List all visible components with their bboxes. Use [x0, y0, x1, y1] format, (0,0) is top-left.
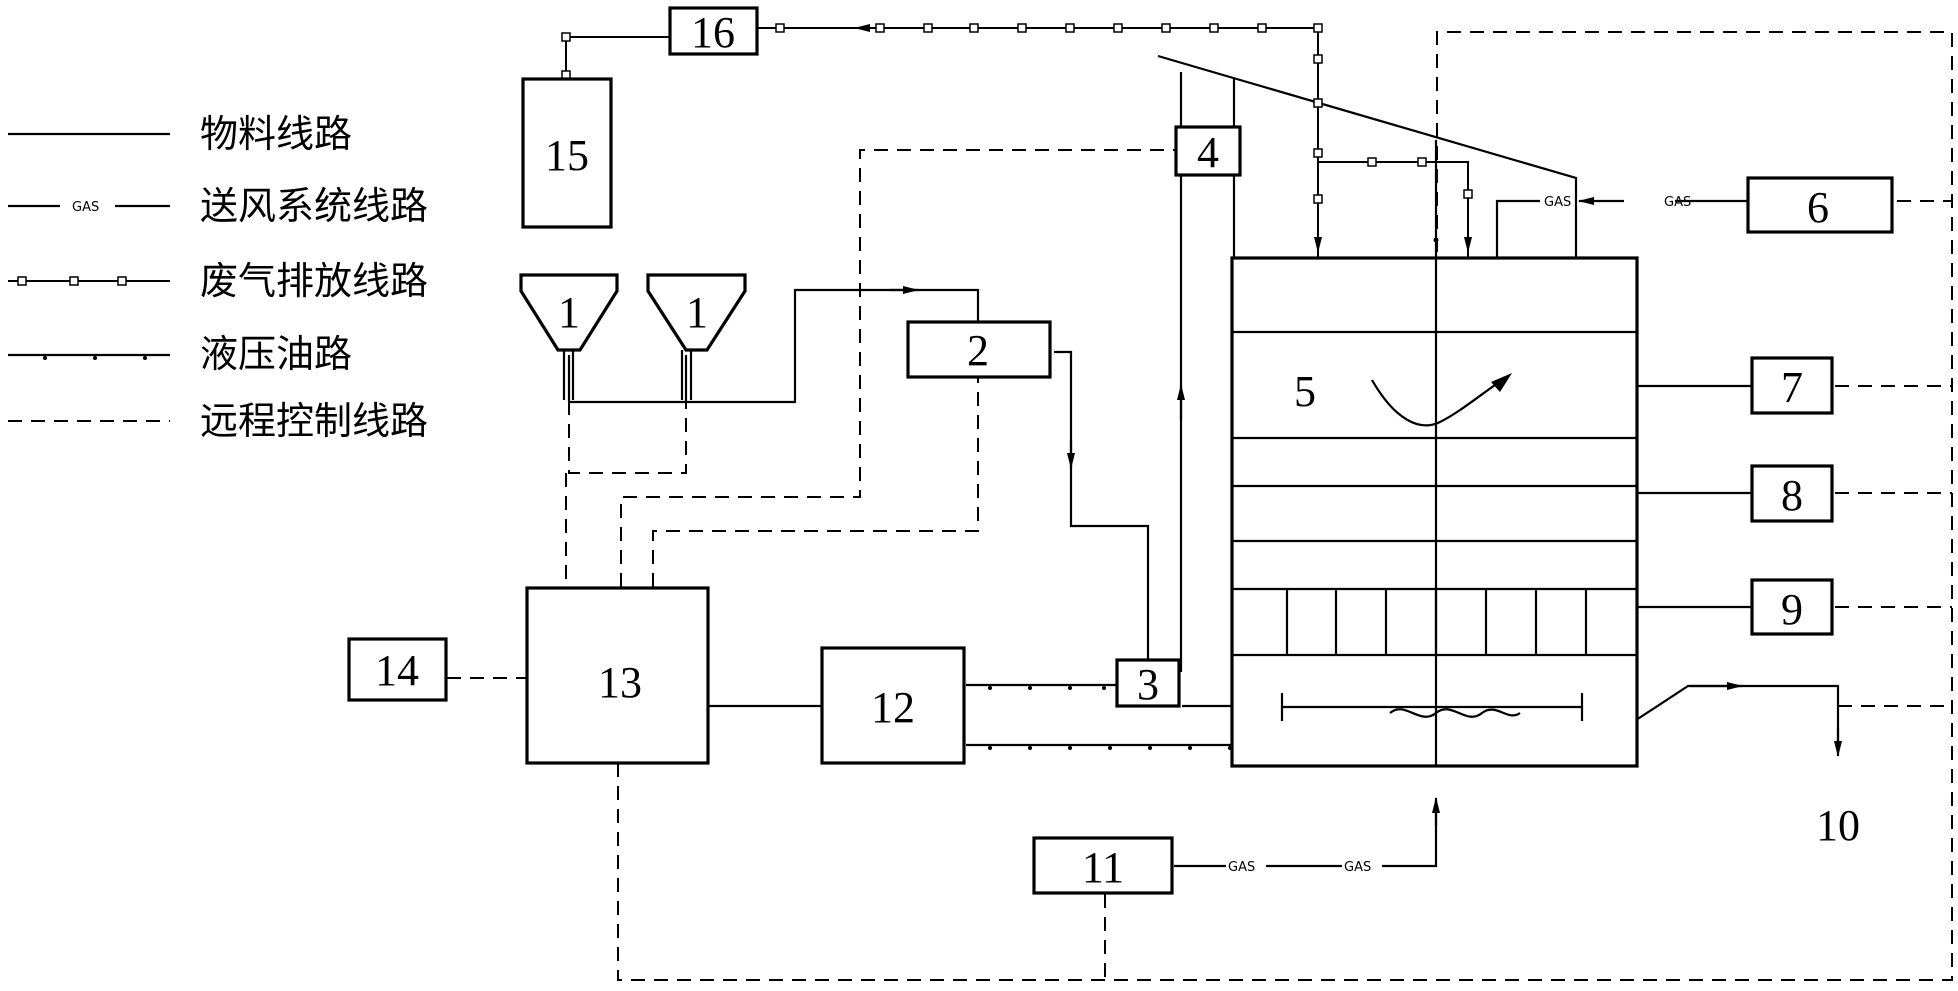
label-4: 4 — [1197, 128, 1219, 177]
label-5: 5 — [1294, 367, 1316, 416]
gas-label: GAS — [1228, 860, 1255, 875]
gas-label: GAS — [1544, 195, 1571, 210]
component-11: 11 — [1032, 836, 1174, 895]
hopper-1b: 1 — [646, 273, 747, 400]
gas-label: GAS — [1344, 860, 1371, 875]
legend-material-label: 物料线路 — [200, 112, 352, 156]
label-2: 2 — [967, 326, 989, 375]
component-2: 2 — [906, 320, 1052, 379]
component-14: 14 — [347, 637, 448, 702]
label-14: 14 — [375, 646, 419, 695]
label-11: 11 — [1082, 843, 1124, 892]
label-16: 16 — [691, 8, 735, 57]
legend-exhaust-marker — [117, 276, 127, 286]
component-12: 12 — [820, 646, 966, 765]
legend-hydraulic-label: 液压油路 — [200, 332, 352, 376]
legend-exhaust-marker — [17, 276, 27, 286]
label-12: 12 — [871, 683, 915, 732]
label-9: 9 — [1781, 585, 1803, 634]
vessel-5: 5 — [1230, 140, 1639, 768]
legend-air-label: 送风系统线路 — [200, 184, 428, 228]
component-16: 16 — [668, 6, 759, 57]
legend-exhaust-label: 废气排放线路 — [200, 259, 428, 303]
heater-coil-icon — [1389, 708, 1521, 718]
component-15: 15 — [521, 77, 613, 229]
label-1: 1 — [686, 288, 708, 337]
label-6: 6 — [1807, 183, 1829, 232]
gas-label: GAS — [1664, 195, 1691, 210]
exhaust-lines — [561, 23, 1473, 258]
label-7: 7 — [1781, 363, 1803, 412]
component-10: 10 — [1816, 801, 1860, 850]
label-8: 8 — [1781, 471, 1803, 520]
component-13: 13 — [525, 586, 710, 765]
air-supply-lines: GAS GAS GAS GAS — [1174, 195, 1748, 875]
legend: 物料线路 GAS 送风系统线路 废气排放线路 液压油路 远程控制线路 — [8, 112, 428, 443]
component-3: 3 — [1115, 658, 1181, 709]
label-15: 15 — [545, 131, 589, 180]
legend-exhaust-marker — [69, 276, 79, 286]
component-8: 8 — [1750, 464, 1834, 523]
label-10: 10 — [1816, 801, 1860, 850]
label-13: 13 — [598, 658, 642, 707]
component-4: 4 — [1174, 125, 1242, 177]
component-9: 9 — [1750, 578, 1834, 636]
label-3: 3 — [1137, 660, 1159, 709]
hopper-1a: 1 — [519, 273, 619, 400]
component-7: 7 — [1750, 356, 1834, 415]
legend-remote-label: 远程控制线路 — [200, 399, 428, 443]
label-1: 1 — [558, 288, 580, 337]
agitator-curve-icon — [1371, 377, 1506, 427]
component-6: 6 — [1746, 176, 1894, 234]
legend-air-marker: GAS — [72, 200, 99, 215]
remote-control-lines — [447, 31, 1953, 981]
exhaust-markers — [561, 23, 1473, 204]
